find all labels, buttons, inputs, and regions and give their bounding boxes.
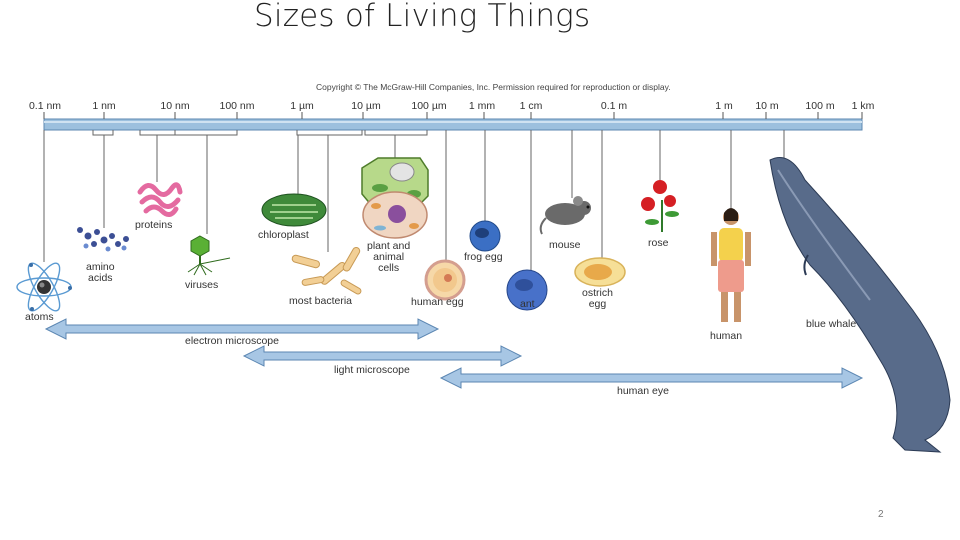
- leader-lines: [43, 130, 785, 272]
- scale-label: 1 µm: [290, 100, 314, 112]
- blue-whale-icon: [769, 157, 951, 453]
- rose-icon: [641, 180, 679, 232]
- plant-cell-icon: [361, 157, 429, 207]
- label-atoms: atoms: [25, 311, 54, 323]
- label-frog-egg: frog egg: [464, 251, 503, 263]
- scale-label: 1 cm: [519, 100, 543, 112]
- human-figure-icon: [711, 208, 751, 322]
- scale-label: 100 nm: [219, 100, 255, 112]
- scale-label: 1 m: [715, 100, 733, 112]
- label-ant: ant: [520, 298, 535, 310]
- slide-title: Sizes of Living Things: [254, 0, 591, 34]
- label-human-eye: human eye: [617, 385, 669, 397]
- label-electron-microscope: electron microscope: [185, 335, 279, 347]
- mouse-icon: [539, 196, 591, 235]
- bacteria-icon: [291, 247, 362, 295]
- label-mouse: mouse: [549, 239, 581, 251]
- scale-label: 10 nm: [160, 100, 190, 112]
- frog-egg-icon: [469, 220, 501, 252]
- scale-label: 100 µm: [411, 100, 447, 112]
- label-ostrich-egg: ostrich egg: [582, 287, 613, 310]
- label-blue-whale: blue whale: [806, 318, 857, 330]
- scale-label: 1 mm: [468, 100, 496, 112]
- label-light-microscope: light microscope: [334, 364, 410, 376]
- ant-icon: [506, 269, 548, 311]
- ostrich-egg-icon: [574, 257, 626, 287]
- scale-label: 10 m: [755, 100, 779, 112]
- chloroplast-icon: [261, 193, 327, 227]
- scale-label: 0.1 m: [600, 100, 628, 112]
- label-human: human: [710, 330, 743, 342]
- light-microscope-arrow: [242, 345, 523, 367]
- scale-ticks: [43, 112, 863, 119]
- page-number: 2: [878, 509, 884, 520]
- scale-label: 0.1 nm: [28, 100, 62, 112]
- protein-icon: [137, 182, 183, 217]
- virus-icon: [187, 235, 231, 276]
- human-eye-arrow: [439, 367, 864, 389]
- atom-icon: [16, 262, 72, 312]
- scale-label: 1 km: [851, 100, 875, 112]
- human-egg-icon: [424, 259, 466, 301]
- copyright-notice: Copyright © The McGraw-Hill Companies, I…: [316, 82, 671, 92]
- scale-label: 1 nm: [92, 100, 116, 112]
- scale-label: 100 m: [805, 100, 835, 112]
- label-plant-animal-cells: plant and animal cells: [367, 240, 411, 274]
- label-most-bacteria: most bacteria: [289, 295, 353, 307]
- label-proteins: proteins: [135, 219, 173, 231]
- scale-label: 10 µm: [351, 100, 381, 112]
- label-viruses: viruses: [185, 279, 219, 291]
- label-amino-acids: amino acids: [86, 261, 115, 284]
- label-rose: rose: [648, 237, 669, 249]
- amino-acid-icon: [77, 227, 129, 252]
- range-brackets: [92, 130, 428, 136]
- label-chloroplast: chloroplast: [258, 229, 309, 241]
- label-human-egg: human egg: [411, 296, 464, 308]
- electron-microscope-arrow: [44, 318, 440, 340]
- animal-cell-icon: [362, 191, 428, 239]
- scale-bar: [43, 118, 863, 131]
